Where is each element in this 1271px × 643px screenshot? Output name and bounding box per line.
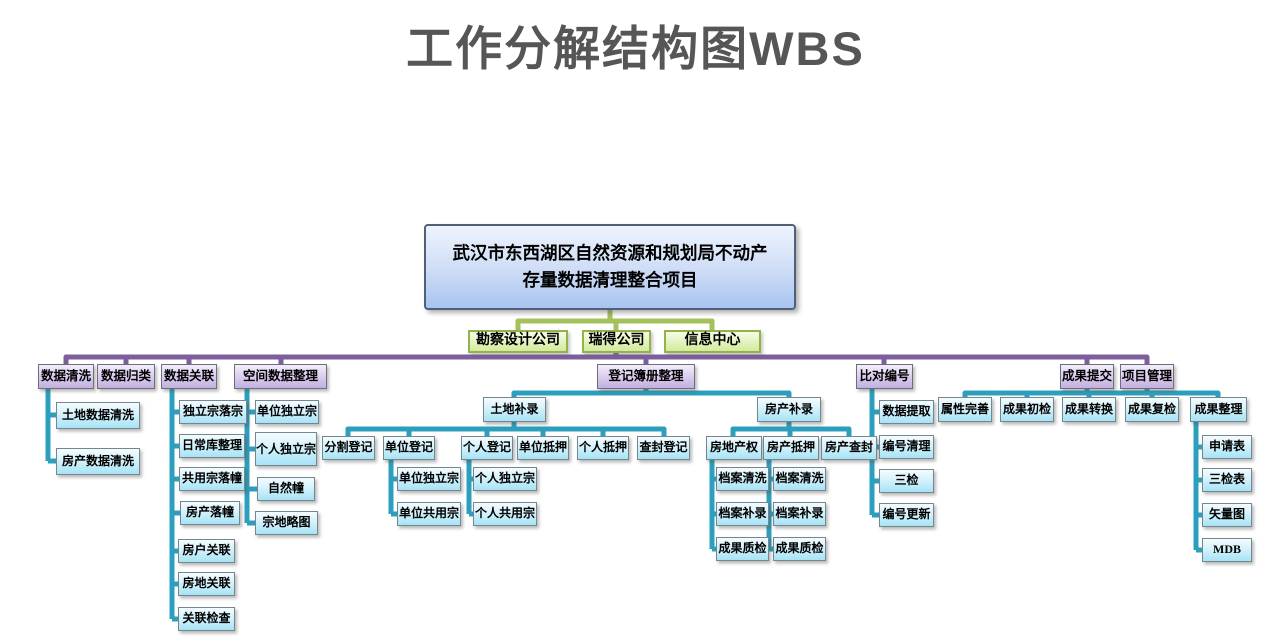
node-right-result-qc: 成果质检 (716, 537, 769, 561)
node-three-check-form: 三检表 (1202, 468, 1252, 492)
node-ruide-company: 瑞得公司 (582, 330, 651, 353)
root-node-line1: 武汉市东西湖区自然资源和规划局不动产 (452, 242, 768, 263)
node-three-checks: 三检 (879, 469, 934, 493)
branch-data-cleaning: 数据清洗 (38, 364, 94, 389)
node-natural-building: 自然幢 (257, 477, 315, 501)
node-personal-independent-parcel: 个人独立宗 (255, 432, 317, 466)
node-house-data-cleaning: 房产数据清洗 (56, 448, 140, 475)
purple-connectors (63, 351, 1150, 366)
node-land-data-cleaning: 土地数据清洗 (56, 402, 140, 429)
node-house-mortgage: 房产抵押 (763, 436, 819, 460)
node-right-archive-supplement: 档案补录 (716, 502, 769, 526)
branch-result-submission: 成果提交 (1060, 364, 1114, 389)
node-right-archive-cleaning: 档案清洗 (716, 467, 769, 491)
node-personal-registration: 个人登记 (461, 436, 513, 460)
branch-registry-book-organize: 登记簿册整理 (597, 364, 695, 389)
node-house-household-assoc: 房户关联 (178, 539, 235, 563)
node-shared-parcel-building: 共用宗落幢 (179, 467, 245, 491)
node-result-organize: 成果整理 (1190, 397, 1247, 422)
node-mortgage-archive-supplement: 档案补录 (773, 502, 826, 526)
node-attribute-perfect: 属性完善 (938, 397, 992, 422)
node-house-land-assoc: 房地关联 (178, 572, 235, 596)
node-result-first-check: 成果初检 (1000, 397, 1054, 422)
branch-compare-numbering: 比对编号 (856, 364, 913, 389)
node-mortgage-archive-cleaning: 档案清洗 (773, 467, 826, 491)
node-number-update: 编号更新 (879, 503, 934, 527)
node-house-property-right: 房地产权 (706, 436, 762, 460)
node-personal-reg-independent-parcel: 个人独立宗 (473, 467, 537, 491)
node-personal-reg-shared-parcel: 个人共用宗 (473, 502, 537, 526)
node-vector-map: 矢量图 (1202, 503, 1252, 527)
root-node-line2: 存量数据清理整合项目 (522, 270, 698, 290)
branch-spatial-data-organize: 空间数据整理 (234, 364, 327, 389)
node-unit-registration: 单位登记 (383, 436, 435, 460)
node-info-center: 信息中心 (664, 330, 761, 353)
node-unit-reg-shared-parcel: 单位共用宗 (397, 502, 461, 526)
node-unit-mortgage: 单位抵押 (517, 436, 569, 460)
branch-project-management: 项目管理 (1120, 364, 1174, 389)
node-result-recheck: 成果复检 (1125, 397, 1179, 422)
branch-data-classification: 数据归类 (97, 364, 155, 389)
node-daily-db-organize: 日常库整理 (179, 434, 245, 458)
node-mdb: MDB (1202, 538, 1252, 562)
node-data-extract: 数据提取 (879, 400, 934, 424)
node-unit-reg-independent-parcel: 单位独立宗 (397, 467, 461, 491)
node-assoc-check: 关联检查 (178, 607, 235, 631)
node-house-seizure: 房产查封 (821, 436, 877, 460)
branch-data-association: 数据关联 (161, 364, 217, 389)
node-house-supplement: 房产补录 (757, 397, 821, 422)
diagram-title: 工作分解结构图WBS (406, 22, 865, 75)
node-house-building-landing: 房产落幢 (180, 501, 240, 525)
node-independent-parcel-landing: 独立宗落宗 (179, 400, 247, 424)
node-number-cleanup: 编号清理 (879, 435, 934, 459)
node-seizure-registration: 查封登记 (637, 436, 690, 460)
node-application-form: 申请表 (1202, 435, 1252, 459)
root-node: 武汉市东西湖区自然资源和规划局不动产 存量数据清理整合项目 (424, 224, 796, 310)
node-split-registration: 分割登记 (322, 436, 375, 460)
node-survey-design-company: 勘察设计公司 (468, 330, 568, 353)
node-parcel-sketch: 宗地略图 (255, 511, 318, 535)
node-land-supplement: 土地补录 (483, 397, 546, 422)
node-mortgage-result-qc: 成果质检 (773, 537, 826, 561)
node-result-convert: 成果转换 (1062, 397, 1116, 422)
node-unit-independent-parcel: 单位独立宗 (255, 400, 319, 424)
node-personal-mortgage: 个人抵押 (577, 436, 629, 460)
